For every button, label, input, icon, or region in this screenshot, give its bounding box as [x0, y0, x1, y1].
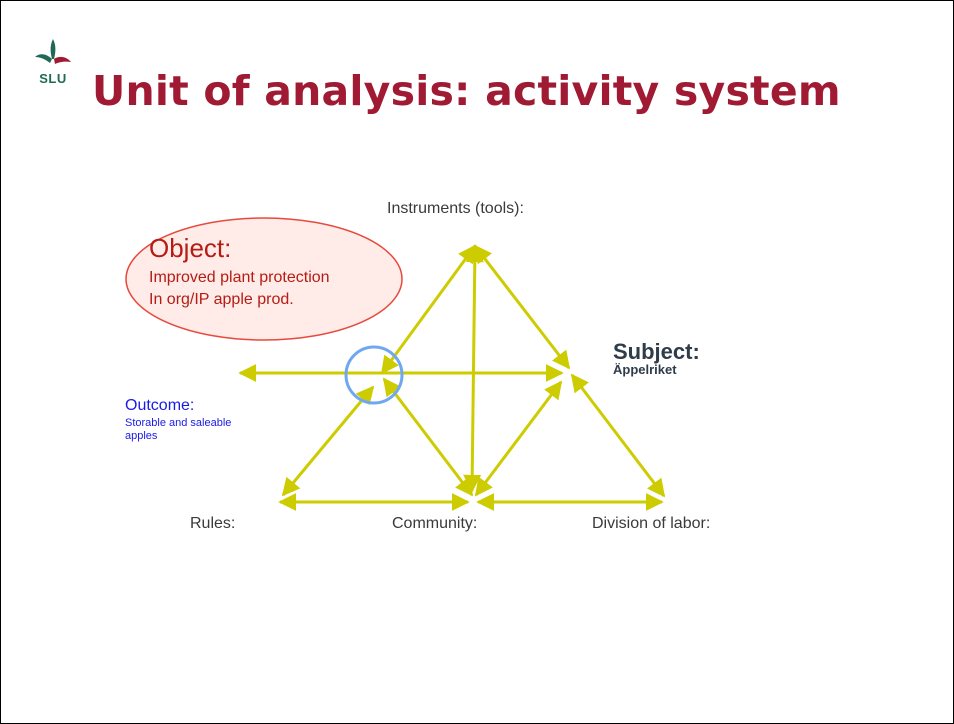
logo-text: SLU — [39, 71, 67, 86]
object-line-1: Improved plant protection — [149, 269, 330, 286]
arrow-instrument-community — [463, 244, 484, 493]
arrow-center-to-rules — [281, 385, 375, 497]
slu-leaf-icon — [35, 39, 71, 64]
arrow-center-to-community — [382, 377, 474, 497]
arrow-instrument-rules-top — [380, 244, 477, 375]
subject-name: Äppelriket — [613, 362, 677, 377]
object-title: Object: — [149, 233, 232, 263]
outcome-text: Storable and saleable apples — [125, 417, 232, 442]
outcome-title: Outcome: — [125, 397, 195, 414]
arrow-subject-to-division — [570, 373, 666, 498]
subject-title: Subject: — [613, 339, 700, 364]
highlight-circle — [344, 345, 404, 405]
arrow-instrument-subject — [473, 244, 571, 370]
community-label: Community: — [392, 515, 478, 532]
instruments-label: Instruments (tools): — [387, 200, 524, 217]
division-of-labor-label: Division of labor: — [592, 515, 711, 532]
object-line-2: In org/IP apple prod. — [149, 291, 294, 308]
rules-label: Rules: — [190, 515, 236, 532]
arrow-subject-to-community — [474, 380, 563, 497]
slide-title: Unit of analysis: activity system — [92, 67, 841, 115]
object-ellipse — [125, 217, 403, 341]
slu-logo: SLU — [31, 37, 75, 89]
